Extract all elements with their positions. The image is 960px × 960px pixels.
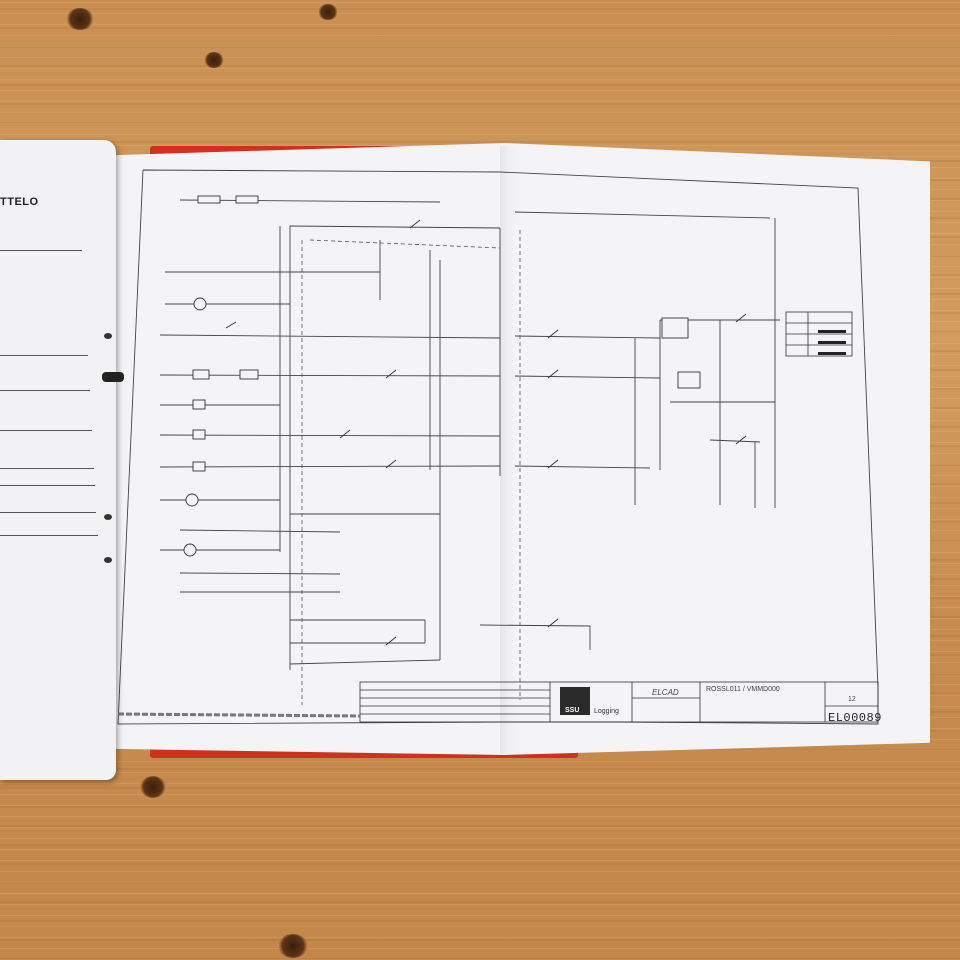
divider (0, 430, 92, 431)
circuit-line (159, 334, 501, 339)
fuse-symbol (197, 195, 221, 204)
binder-hole (104, 557, 112, 563)
wood-knot (278, 934, 308, 958)
relay-coil (192, 429, 206, 440)
circuit-line (289, 225, 501, 229)
contact-symbol (547, 459, 559, 469)
circuit-line (179, 199, 441, 203)
divider (0, 355, 88, 356)
contact-symbol (547, 369, 559, 379)
relay-coil (192, 399, 206, 410)
contact-symbol (225, 321, 237, 329)
schematic-sheet (112, 143, 930, 755)
circuit-line (514, 211, 771, 219)
sheet-fold (500, 146, 518, 754)
motor-symbol (185, 493, 199, 507)
binder-hole (104, 333, 112, 339)
project-title: ROSSL011 / VMMD000 (706, 686, 780, 693)
divider (0, 390, 90, 391)
left-page-heading: TTELO (0, 196, 39, 208)
circuit-line (179, 572, 341, 575)
contact-symbol (385, 636, 397, 646)
legend-bar (818, 352, 846, 355)
divider (0, 485, 95, 486)
lamp-symbol (193, 297, 207, 311)
circuit-line (514, 465, 651, 469)
circuit-line (159, 434, 501, 437)
relay-block (677, 371, 701, 389)
logo-text: SSU (565, 707, 580, 714)
divider (0, 250, 82, 251)
divider (0, 468, 94, 469)
circuit-line (514, 375, 661, 379)
divider (0, 512, 96, 513)
motor-symbol (183, 543, 197, 557)
wood-knot (140, 776, 166, 798)
relay-coil (239, 369, 259, 380)
contact-symbol (547, 329, 559, 339)
fuse-symbol (235, 195, 259, 204)
binder-ring (102, 372, 124, 382)
contact-symbol (385, 459, 397, 469)
wood-knot (318, 4, 338, 20)
divider (0, 535, 98, 536)
circuit-line (179, 529, 341, 533)
relay-coil (192, 369, 210, 380)
page-number: 12 (848, 696, 856, 703)
left-page: TTELO (0, 140, 116, 780)
circuit-line (479, 624, 591, 627)
logo-subtext: Logging (594, 708, 619, 715)
relay-block (661, 317, 689, 339)
binder-hole (104, 514, 112, 520)
wood-knot (66, 8, 94, 30)
drawing-frame (117, 169, 879, 725)
title-block (359, 681, 879, 723)
footer-note (117, 712, 361, 718)
relay-coil (192, 461, 206, 472)
contact-symbol (385, 369, 397, 379)
circuit-line (159, 465, 501, 468)
dashed-line (309, 239, 501, 249)
cad-label: ELCAD (652, 688, 679, 697)
legend-bar (818, 330, 846, 333)
contact-symbol (409, 219, 421, 229)
circuit-line (514, 335, 661, 339)
contact-symbol (735, 435, 747, 445)
wood-knot (204, 52, 224, 68)
circuit-line (159, 374, 501, 377)
circuit-line (709, 439, 761, 443)
circuit-line (289, 659, 441, 665)
contact-symbol (735, 313, 747, 323)
drawing-number: EL00089 (828, 711, 882, 725)
contact-symbol (339, 429, 351, 439)
legend-bar (818, 341, 846, 344)
company-logo (560, 687, 590, 715)
contact-symbol (547, 618, 559, 628)
